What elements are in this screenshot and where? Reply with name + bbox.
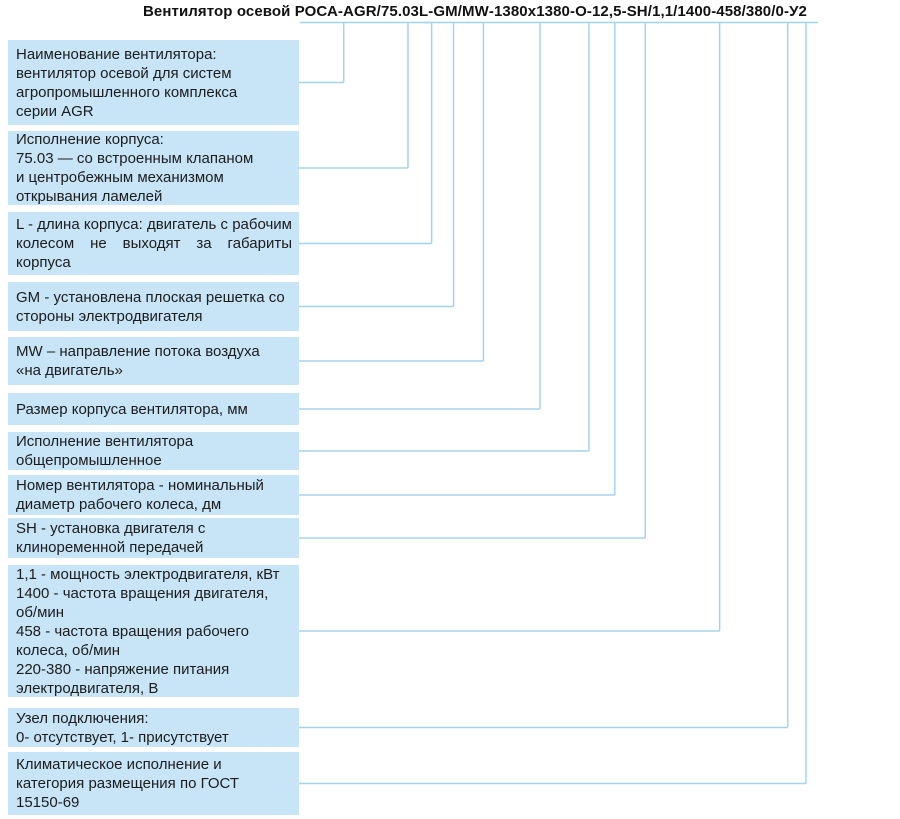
definition-box-housing-version: Исполнение корпуса: 75.03 — со встроенны… [8,131,299,205]
title-token: 1,1/1400-458/380 [652,3,772,20]
definition-box-airflow-direction: MW – направление потока воздуха «на двиг… [8,337,299,385]
definition-box-fan-execution: Исполнение вентилятора общепромышленное [8,432,299,470]
title-token: 1380x1380 [493,3,570,20]
definition-box-fan-name: Наименование вентилятора: вентилятор осе… [8,40,299,125]
definition-box-motor-specs: 1,1 - мощность электродвигателя, кВт 140… [8,565,299,697]
title-token: РОСА-AGR [294,3,377,20]
title-token: 75.03 [380,3,419,20]
title-token: У2 [789,3,807,20]
title-token: 12,5 [591,3,622,20]
definition-box-housing-length: L - длина корпуса: двигатель с рабочим к… [8,212,299,275]
title-token: L [418,3,429,20]
definition-box-belt-drive: SH - установка двигателя с клиноременной… [8,518,299,558]
definition-box-grille: GM - установлена плоская решетка со стор… [8,282,299,331]
model-designation-title: Вентилятор осевой РОСА-AGR/75.03L-GM/MW-… [143,3,807,20]
definition-box-fan-number: Номер вентилятора - номинальный диаметр … [8,475,299,515]
title-token: 0 [775,3,784,20]
definition-box-climate-version: Климатическое исполнение и категория раз… [8,752,299,815]
title-token: MW [462,3,489,20]
title-token: О [575,3,587,20]
title-token: SH [626,3,648,20]
definition-box-housing-size: Размер корпуса вентилятора, мм [8,393,299,425]
title-token: GM [433,3,458,20]
definition-box-connection-unit: Узел подключения: 0- отсутствует, 1- при… [8,708,299,747]
